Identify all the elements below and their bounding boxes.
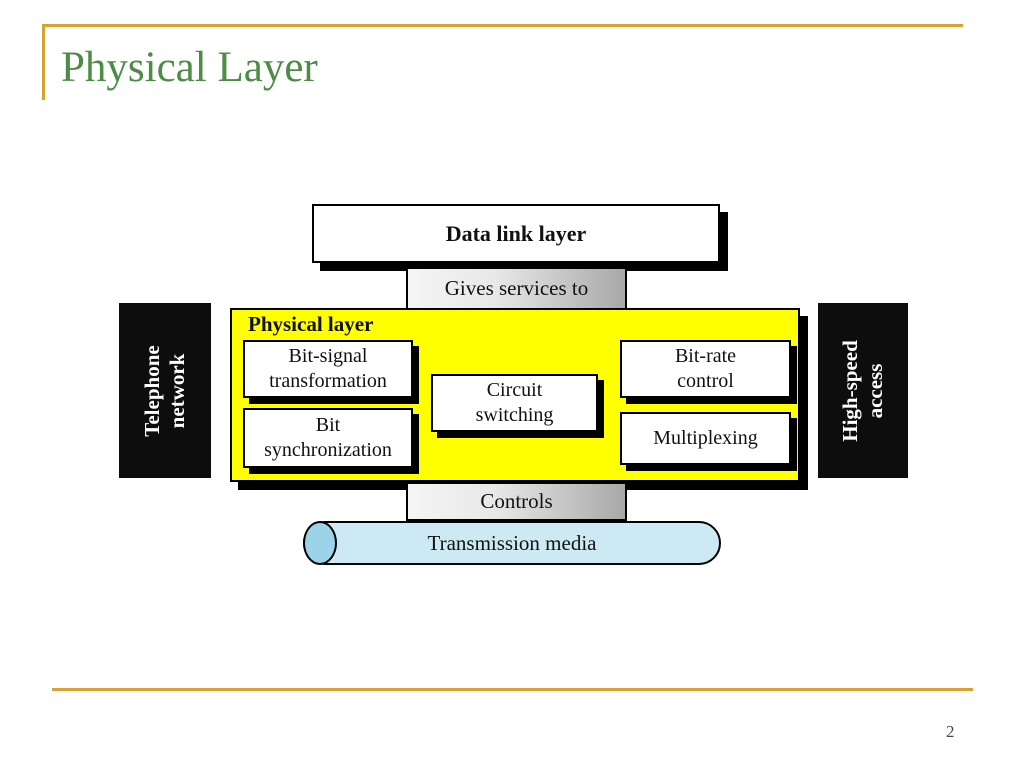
left-accent-rule [42,24,45,100]
function-box-bit-synchronization: Bit synchronization [243,408,413,468]
data-link-layer-label: Data link layer [445,220,587,246]
high-speed-access-box: High-speed access [818,303,908,478]
function-box-label: Bit synchronization [264,414,392,461]
controls-connector: Controls [406,482,627,521]
function-box-multiplexing: Multiplexing [620,412,791,465]
function-box-label: Circuit switching [475,379,554,426]
high-speed-access-label: High-speed access [837,339,887,442]
physical-layer-label: Physical layer [248,312,374,336]
function-box-bit-signal-transformation: Bit-signal transformation [243,340,413,398]
function-box-label: Multiplexing [653,427,758,449]
telephone-network-label: Telephone network [139,344,189,437]
page-number: 2 [946,722,955,741]
transmission-media-label: Transmission media [427,530,597,555]
function-box-circuit-switching: Circuit switching [431,374,598,432]
controls-label: Controls [480,489,553,513]
gives-services-to-connector: Gives services to [406,267,627,310]
transmission-media-cylinder: Transmission media [303,521,721,565]
bottom-accent-rule [52,688,973,691]
function-box-label: Bit-signal transformation [269,345,387,392]
page-title: Physical Layer [61,44,318,91]
cylinder-end-ellipse [303,521,337,565]
top-accent-rule [42,24,963,27]
function-box-label: Bit-rate control [674,345,737,392]
gives-services-to-label: Gives services to [444,276,589,300]
telephone-network-box: Telephone network [119,303,211,478]
data-link-layer-box: Data link layer [312,204,720,263]
function-box-bit-rate-control: Bit-rate control [620,340,791,398]
